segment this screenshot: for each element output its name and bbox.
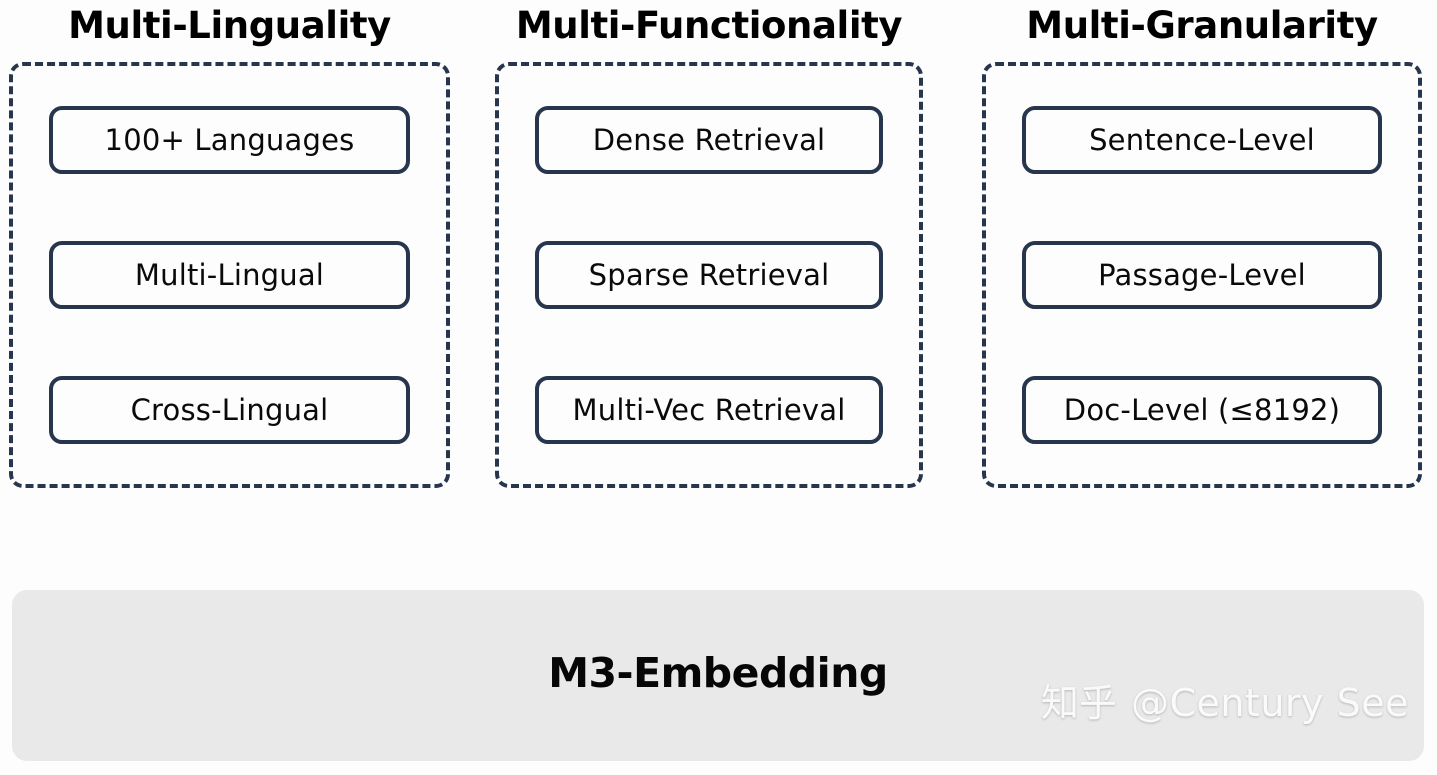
item-box-sparse-retrieval[interactable]: Sparse Retrieval	[535, 241, 883, 309]
footer-bar-m3-embedding: M3-Embedding	[12, 590, 1424, 761]
item-label: Sentence-Level	[1089, 123, 1315, 157]
dashed-group-multi-functionality: Dense Retrieval Sparse Retrieval Multi-V…	[495, 62, 923, 488]
column-heading-multi-linguality: Multi-Linguality	[68, 4, 391, 47]
item-label: Dense Retrieval	[592, 123, 826, 157]
item-label: 100+ Languages	[104, 123, 355, 157]
item-box-passage-level[interactable]: Passage-Level	[1022, 241, 1382, 309]
item-label: Doc-Level (≤8192)	[1063, 393, 1341, 427]
column-multi-linguality: Multi-Linguality 100+ Languages Multi-Li…	[0, 0, 459, 530]
item-box-doc-level[interactable]: Doc-Level (≤8192)	[1022, 376, 1382, 444]
item-box-multi-lingual[interactable]: Multi-Lingual	[49, 241, 410, 309]
column-multi-granularity: Multi-Granularity Sentence-Level Passage…	[959, 0, 1437, 530]
dashed-group-multi-linguality: 100+ Languages Multi-Lingual Cross-Lingu…	[9, 62, 450, 488]
column-heading-multi-granularity: Multi-Granularity	[1026, 4, 1378, 47]
item-label: Cross-Lingual	[130, 393, 329, 427]
capability-columns: Multi-Linguality 100+ Languages Multi-Li…	[0, 0, 1437, 530]
item-label: Sparse Retrieval	[588, 258, 830, 292]
item-box-dense-retrieval[interactable]: Dense Retrieval	[535, 106, 883, 174]
item-label: Multi-Vec Retrieval	[572, 393, 846, 427]
column-multi-functionality: Multi-Functionality Dense Retrieval Spar…	[459, 0, 959, 530]
dashed-group-multi-granularity: Sentence-Level Passage-Level Doc-Level (…	[982, 62, 1422, 488]
item-box-multi-vec-retrieval[interactable]: Multi-Vec Retrieval	[535, 376, 883, 444]
column-heading-multi-functionality: Multi-Functionality	[515, 4, 903, 47]
item-box-sentence-level[interactable]: Sentence-Level	[1022, 106, 1382, 174]
item-label: Passage-Level	[1098, 258, 1306, 292]
item-box-cross-lingual[interactable]: Cross-Lingual	[49, 376, 410, 444]
footer-title: M3-Embedding	[548, 648, 888, 697]
item-label: Multi-Lingual	[134, 258, 325, 292]
item-box-100-languages[interactable]: 100+ Languages	[49, 106, 410, 174]
